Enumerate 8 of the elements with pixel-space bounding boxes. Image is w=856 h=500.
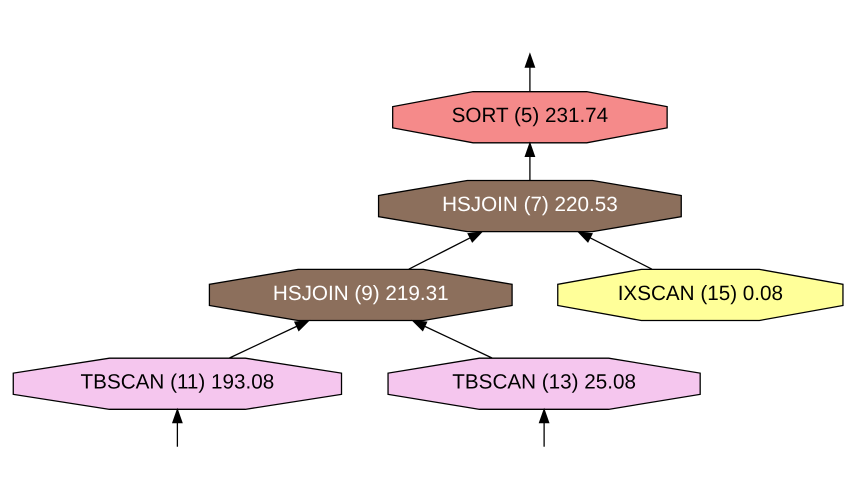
arrow [576,230,652,270]
arrow [538,407,550,446]
arrow [229,319,310,358]
arrow [524,140,536,180]
arrow [524,52,536,91]
arrow [411,319,492,358]
arrow [172,407,183,446]
arrow [408,230,484,270]
